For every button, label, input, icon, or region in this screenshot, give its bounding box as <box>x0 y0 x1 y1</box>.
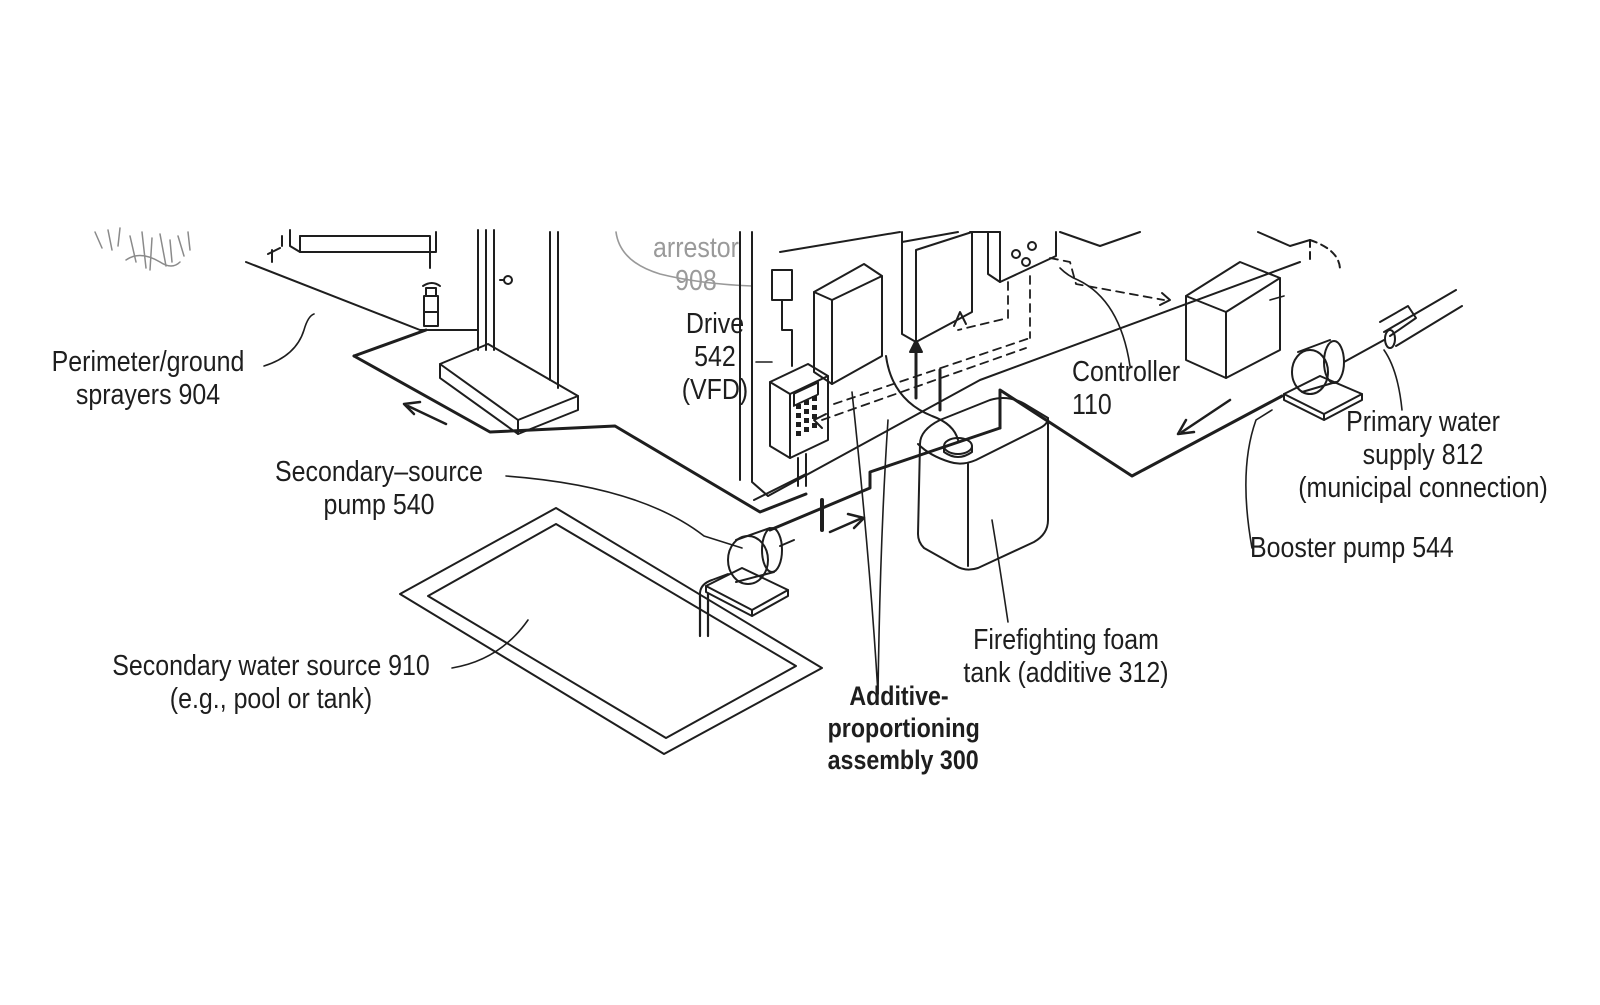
primary-supply-pipe <box>1379 289 1463 349</box>
control-wiring <box>821 257 1165 421</box>
foam-tank-label-line2: tank (additive 312) <box>963 657 1169 689</box>
additive-assembly-label: Additive- proportioning assembly 300 <box>827 680 980 776</box>
pipe-details <box>753 339 959 532</box>
arrestor-label: arrestor 908 <box>648 232 744 298</box>
foam-tank <box>917 397 1049 571</box>
booster-pump-label-line1: Booster pump 544 <box>1250 532 1454 564</box>
primary-supply-label-line3: (municipal connection) <box>1298 472 1548 504</box>
secondary-pump-label-line2: pump 540 <box>323 489 435 521</box>
secondary-source-label-line2: (e.g., pool or tank) <box>169 683 373 715</box>
additive-assembly-label-line3: assembly 300 <box>827 745 979 775</box>
perimeter-sprayers-label-line1: Perimeter/ground <box>51 346 245 378</box>
secondary-pump-label-line1: Secondary–source <box>275 456 483 488</box>
booster-pump <box>1283 339 1385 421</box>
building-left-wall <box>245 229 559 389</box>
door-step <box>439 343 579 435</box>
wiring-arrows <box>813 292 1171 429</box>
wall-cabinets <box>813 231 1057 385</box>
arrestor-label-line1: arrestor <box>653 232 739 264</box>
arrestor-label-line2: 908 <box>675 265 717 297</box>
primary-supply-label-line2: supply 812 <box>1362 439 1484 471</box>
drive-label: Drive 542 (VFD) <box>678 308 752 407</box>
foam-tank-label: Firefighting foam tank (additive 312) <box>963 624 1169 690</box>
controller-label-line1: Controller <box>1072 356 1181 388</box>
vegetation-sketch <box>94 227 191 271</box>
controller-label: Controller 110 <box>1072 356 1180 422</box>
secondary-source-label-line1: Secondary water source 910 <box>112 650 430 682</box>
secondary-source-label: Secondary water source 910 (e.g., pool o… <box>112 650 430 716</box>
secondary-water-pool <box>399 507 823 755</box>
booster-pump-label: Booster pump 544 <box>1250 532 1454 565</box>
additive-assembly-label-line1: Additive- <box>849 681 949 711</box>
secondary-pump-label: Secondary–source pump 540 <box>272 456 487 522</box>
building-main <box>615 231 1341 497</box>
controller-box <box>1185 261 1281 379</box>
additive-assembly-label-line2: proportioning <box>827 713 980 743</box>
drive-label-line1: Drive <box>685 308 745 340</box>
perimeter-sprayers-label-line2: sprayers 904 <box>75 379 221 411</box>
controller-label-line2: 110 <box>1072 389 1112 421</box>
foam-tank-label-line1: Firefighting foam <box>973 624 1159 656</box>
perimeter-sprayers-label: Perimeter/ground sprayers 904 <box>45 346 251 412</box>
secondary-pump <box>698 527 795 638</box>
vfd-drive <box>769 363 829 487</box>
drive-label-line2: 542 <box>694 341 736 373</box>
leader-lines <box>263 267 1403 695</box>
primary-supply-label: Primary water supply 812 (municipal conn… <box>1290 406 1557 505</box>
primary-supply-label-line1: Primary water <box>1346 406 1500 438</box>
sprinkler-head <box>422 282 441 327</box>
drive-label-line3: (VFD) <box>681 374 749 406</box>
